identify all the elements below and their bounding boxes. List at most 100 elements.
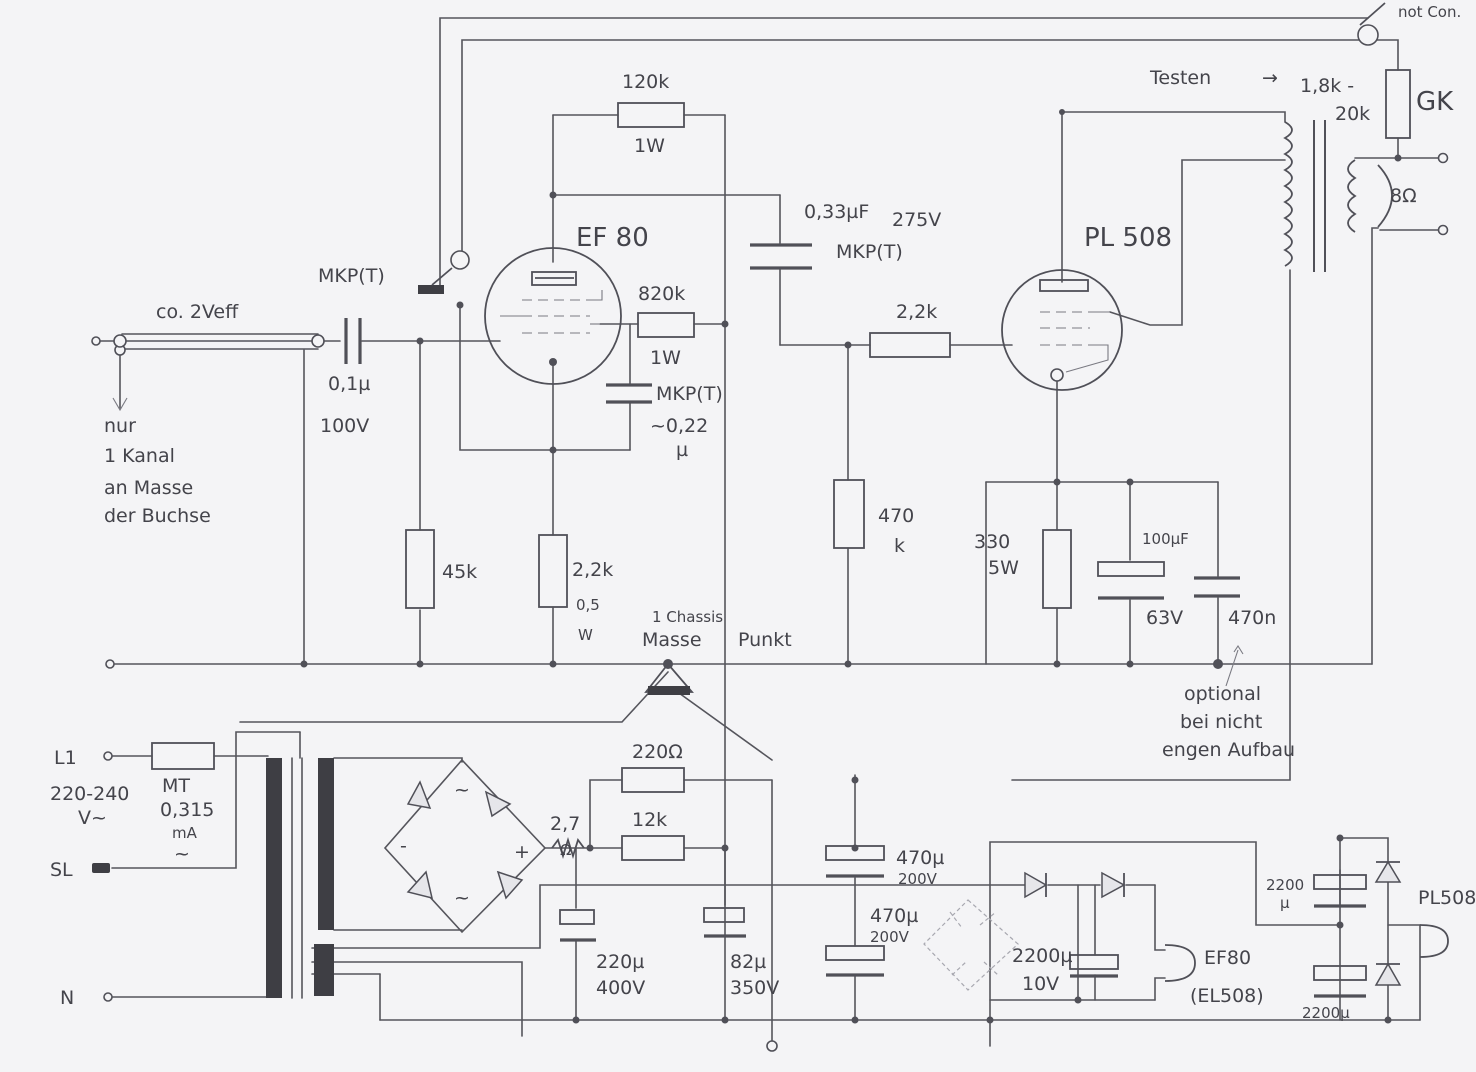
label-c-input-volt: 100V xyxy=(320,415,369,437)
wires-power-supply xyxy=(107,671,1421,1047)
resistor-220-ohm xyxy=(621,767,685,793)
label-mains-volt1: 220-240 xyxy=(50,783,129,805)
resistor-12k xyxy=(621,835,685,861)
label-c-heater-volt: 10V xyxy=(1022,973,1059,995)
label-c-screen-unit: µ xyxy=(676,439,688,461)
rectifier-diodes xyxy=(406,780,1402,986)
label-r-cathode-pl: 330 xyxy=(974,531,1010,553)
tube-pl508-symbol xyxy=(1001,269,1123,391)
label-c-coupling-volt: 275V xyxy=(892,209,941,231)
fuse xyxy=(151,742,215,770)
label-note-kanal: 1 Kanal xyxy=(104,445,175,467)
label-r-filter2: 12k xyxy=(632,809,667,831)
label-c-filter3-volt: 200V xyxy=(898,870,938,888)
label-heater-ef80: EF80 xyxy=(1204,947,1251,969)
label-fuse3: mA xyxy=(172,824,198,842)
label-r-cathode-pl-power: 5W xyxy=(988,557,1019,579)
resistors xyxy=(151,69,1411,861)
label-c-filter2-volt: 350V xyxy=(730,977,779,999)
label-c-coupling-type: MKP(T) xyxy=(836,241,903,263)
label-c-filter2: 82µ xyxy=(730,951,766,973)
label-ac-bottom: ~ xyxy=(454,887,470,909)
label-c-input: 0,1µ xyxy=(328,373,370,395)
label-r-cathode-ef80-power1: 0,5 xyxy=(576,596,600,614)
label-testen: Testen xyxy=(1149,67,1211,89)
label-r-grid-ef80: 45k xyxy=(442,561,477,583)
label-plus: + xyxy=(514,841,530,863)
resistor-2-2k-cathode xyxy=(538,534,568,608)
label-r-grid-leak: 470 xyxy=(878,505,914,527)
label-r-gk-value2: 20k xyxy=(1335,103,1370,125)
label-tube-ef80: EF 80 xyxy=(576,223,649,253)
label-c-heater-pl1-unit: µ xyxy=(1280,894,1290,912)
resistor-gk xyxy=(1385,69,1411,139)
label-ac-top: ~ xyxy=(454,779,470,801)
label-c-heater: 2200µ xyxy=(1012,945,1072,967)
label-mains-sl: SL xyxy=(50,859,73,881)
label-fuse2: 0,315 xyxy=(160,799,214,821)
label-c-filter1-volt: 400V xyxy=(596,977,645,999)
label-tube-pl508: PL 508 xyxy=(1084,223,1172,253)
label-c-optional: 470n xyxy=(1228,607,1276,629)
resistor-470k xyxy=(833,479,865,549)
label-fuse1: MT xyxy=(162,775,190,797)
label-optional2: bei nicht xyxy=(1180,711,1262,733)
label-c-input-type: MKP(T) xyxy=(318,265,385,287)
label-arrow: → xyxy=(1262,67,1278,89)
label-c-cathode-pl-volt: 63V xyxy=(1146,607,1183,629)
label-c-filter3: 470µ xyxy=(896,847,944,869)
label-not-con: not Con. xyxy=(1398,3,1461,21)
label-speaker: 8Ω xyxy=(1390,185,1417,207)
label-chassis2: Masse xyxy=(642,629,702,651)
resistor-120k xyxy=(617,102,685,128)
label-heater-el508: (EL508) xyxy=(1190,985,1264,1007)
tube-ef80-symbol xyxy=(484,247,622,385)
resistor-2-7-ohm xyxy=(551,836,585,860)
annotation-arrows xyxy=(112,397,1244,687)
label-r-cathode-ef80-power2: W xyxy=(578,626,593,644)
plug-pins xyxy=(92,2,1386,873)
label-optional1: optional xyxy=(1184,683,1261,705)
label-r-grid-leak-unit: k xyxy=(894,535,905,557)
terminals xyxy=(91,24,1449,1052)
chassis-ground-symbol xyxy=(644,659,694,695)
label-chassis1: 1 Chassis xyxy=(652,608,723,626)
heater-plugs xyxy=(1164,924,1449,982)
label-fuse4: ~ xyxy=(174,843,190,865)
label-c-heater-pl2: 2200µ xyxy=(1302,1004,1350,1022)
resistor-2-2k-grid xyxy=(869,332,951,358)
resistor-820k xyxy=(637,312,695,338)
label-c-screen-type: MKP(T) xyxy=(656,383,723,405)
label-c-filter4: 470µ xyxy=(870,905,918,927)
label-minus: - xyxy=(400,835,407,857)
label-chassis3: Punkt xyxy=(738,629,792,651)
label-note-nur: nur xyxy=(104,415,136,437)
label-optional3: engen Aufbau xyxy=(1162,739,1295,761)
label-r-gk-value: 1,8k - xyxy=(1300,75,1354,97)
label-r-screen-power: 1W xyxy=(650,347,681,369)
label-r-anode-ef80: 120k xyxy=(622,71,669,93)
label-gk: GK xyxy=(1416,87,1454,117)
label-input-level: co. 2Veff xyxy=(156,301,239,323)
wires-amplifier xyxy=(95,17,1444,1021)
label-c-filter4-volt: 200V xyxy=(870,928,910,946)
capacitors xyxy=(344,243,1367,998)
label-r-filter1: 220Ω xyxy=(632,741,683,763)
label-heater-pl508: PL508 xyxy=(1418,887,1476,909)
label-mains-volt2: V~ xyxy=(78,807,107,829)
label-mains-n: N xyxy=(60,987,74,1009)
erased-bridge xyxy=(923,899,1019,991)
label-c-heater-pl1: 2200 xyxy=(1266,876,1304,894)
label-note-buchse: der Buchse xyxy=(104,505,211,527)
label-c-filter1: 220µ xyxy=(596,951,644,973)
label-r-series: 2,7 xyxy=(550,813,580,835)
label-mains-l1: L1 xyxy=(54,747,77,769)
output-transformer xyxy=(1283,120,1393,272)
resistor-45k xyxy=(405,529,435,609)
junction-dots xyxy=(300,109,1402,1024)
label-c-coupling: 0,33µF xyxy=(804,201,869,223)
label-r-grid-pl: 2,2k xyxy=(896,301,937,323)
labels: not Con. Testen → 1,8k - 20k GK 120k 1W … xyxy=(50,3,1476,1022)
label-r-cathode-ef80: 2,2k xyxy=(572,559,613,581)
